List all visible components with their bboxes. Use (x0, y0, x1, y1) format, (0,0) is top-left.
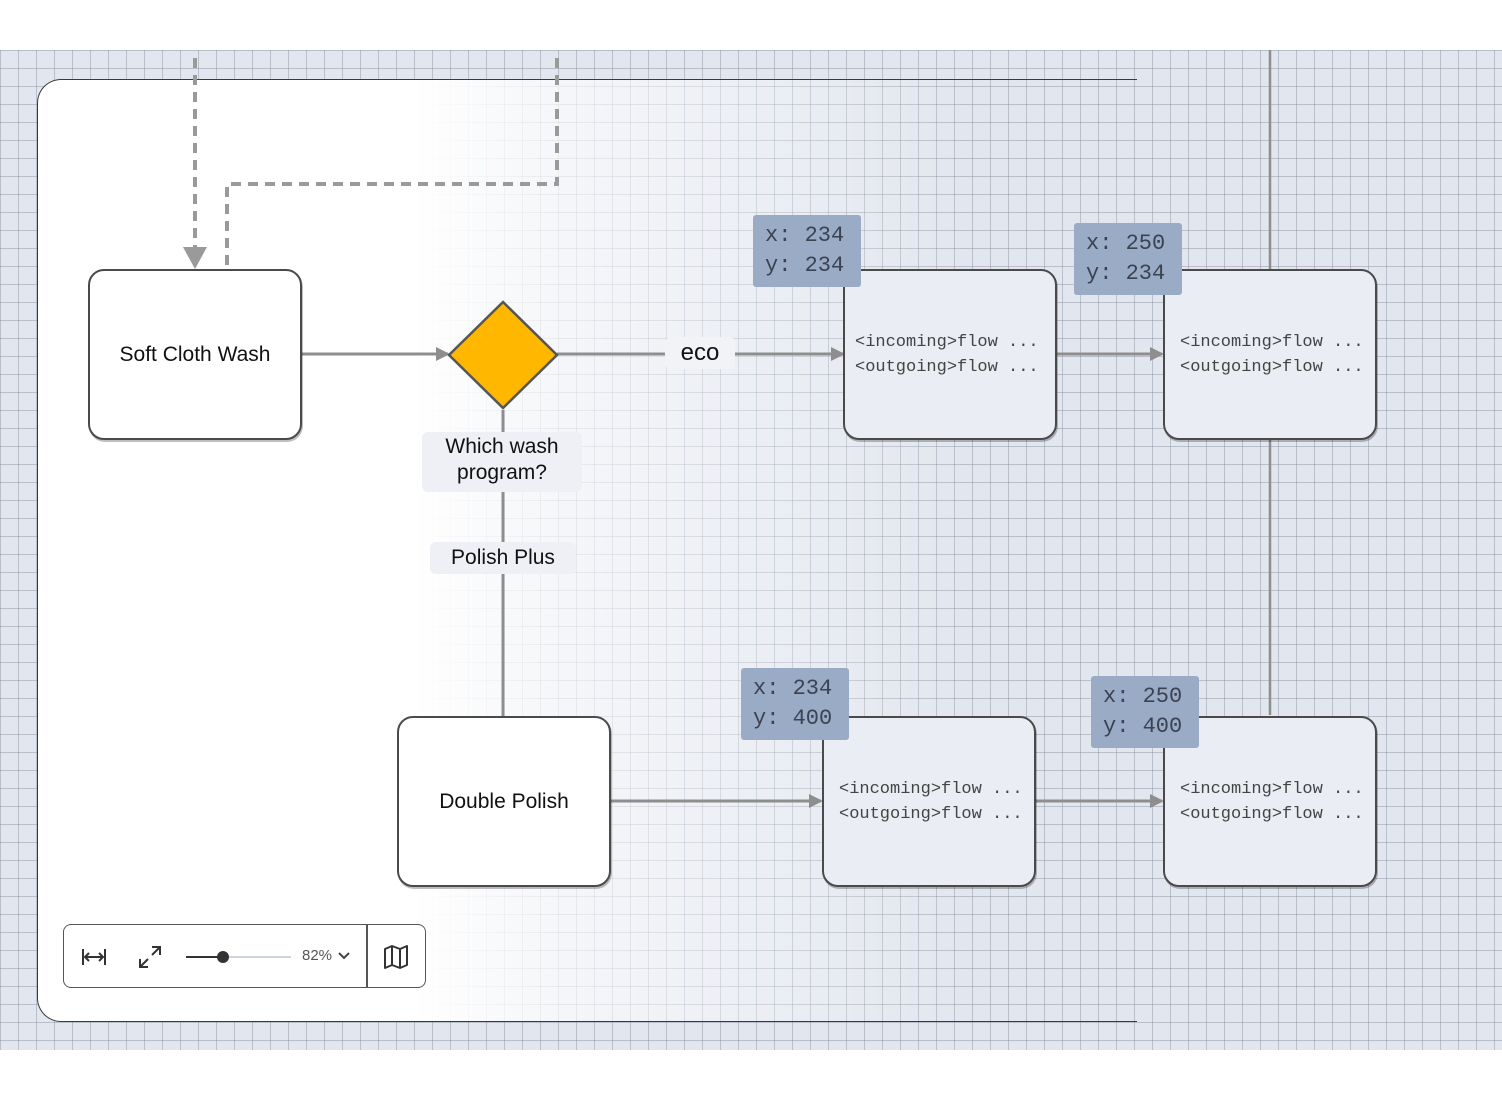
coord-x: x: 250 (1103, 684, 1183, 709)
node-label: Double Polish (439, 789, 569, 813)
edge-label-eco: eco (665, 337, 735, 369)
minimap-icon[interactable] (380, 941, 412, 973)
ghost-outgoing: <outgoing>flow ... (1180, 357, 1364, 377)
coord-y: y: 400 (753, 706, 833, 731)
expand-icon[interactable] (134, 941, 166, 973)
decision-diamond[interactable] (447, 300, 559, 410)
zoom-slider-fill (186, 956, 223, 958)
zoom-slider-handle[interactable] (216, 951, 229, 963)
ghost-incoming: <incoming>flow ... (855, 332, 1039, 352)
ghost-node-top-right[interactable]: <incoming>flow ... <outgoing>flow ... (1163, 269, 1377, 440)
decision-label: Which wash program? (422, 432, 582, 492)
ghost-node-bottom-left[interactable]: <incoming>flow ... <outgoing>flow ... (822, 716, 1036, 887)
dashed-edge-arrowhead (183, 247, 207, 269)
coord-x: x: 250 (1086, 231, 1166, 256)
ghost-outgoing: <outgoing>flow ... (839, 804, 1023, 824)
ghost-node-top-left[interactable]: <incoming>flow ... <outgoing>flow ... (843, 269, 1057, 440)
canvas-toolbar: 82% (63, 924, 426, 988)
edge-label-polish-plus: Polish Plus (430, 542, 576, 574)
ghost-outgoing: <outgoing>flow ... (855, 357, 1039, 377)
ghost-incoming: <incoming>flow ... (1180, 779, 1364, 799)
node-double-polish[interactable]: Double Polish (397, 716, 611, 887)
zoom-level[interactable]: 82% (302, 947, 333, 964)
ghost-outgoing: <outgoing>flow ... (1180, 804, 1364, 824)
coord-x: x: 234 (753, 676, 833, 701)
ghost-incoming: <incoming>flow ... (1180, 332, 1364, 352)
coord-x: x: 234 (765, 223, 845, 248)
coord-badge-top-left: x: 234 y: 234 (753, 215, 861, 287)
dashed-edge-incoming-2[interactable] (225, 58, 559, 268)
ghost-incoming: <incoming>flow ... (839, 779, 1023, 799)
coord-y: y: 400 (1103, 714, 1183, 739)
coord-badge-top-right: x: 250 y: 234 (1074, 223, 1182, 295)
node-soft-cloth-wash[interactable]: Soft Cloth Wash (88, 269, 302, 440)
fit-width-icon[interactable] (78, 941, 110, 973)
chevron-down-icon[interactable] (337, 949, 351, 963)
coord-y: y: 234 (1086, 261, 1166, 286)
coord-badge-bottom-left: x: 234 y: 400 (741, 668, 849, 740)
zoom-slider[interactable] (186, 951, 291, 963)
coord-badge-bottom-right: x: 250 y: 400 (1091, 676, 1199, 748)
toolbar-divider (366, 925, 368, 987)
node-label: Soft Cloth Wash (119, 342, 271, 366)
coord-y: y: 234 (765, 253, 845, 278)
